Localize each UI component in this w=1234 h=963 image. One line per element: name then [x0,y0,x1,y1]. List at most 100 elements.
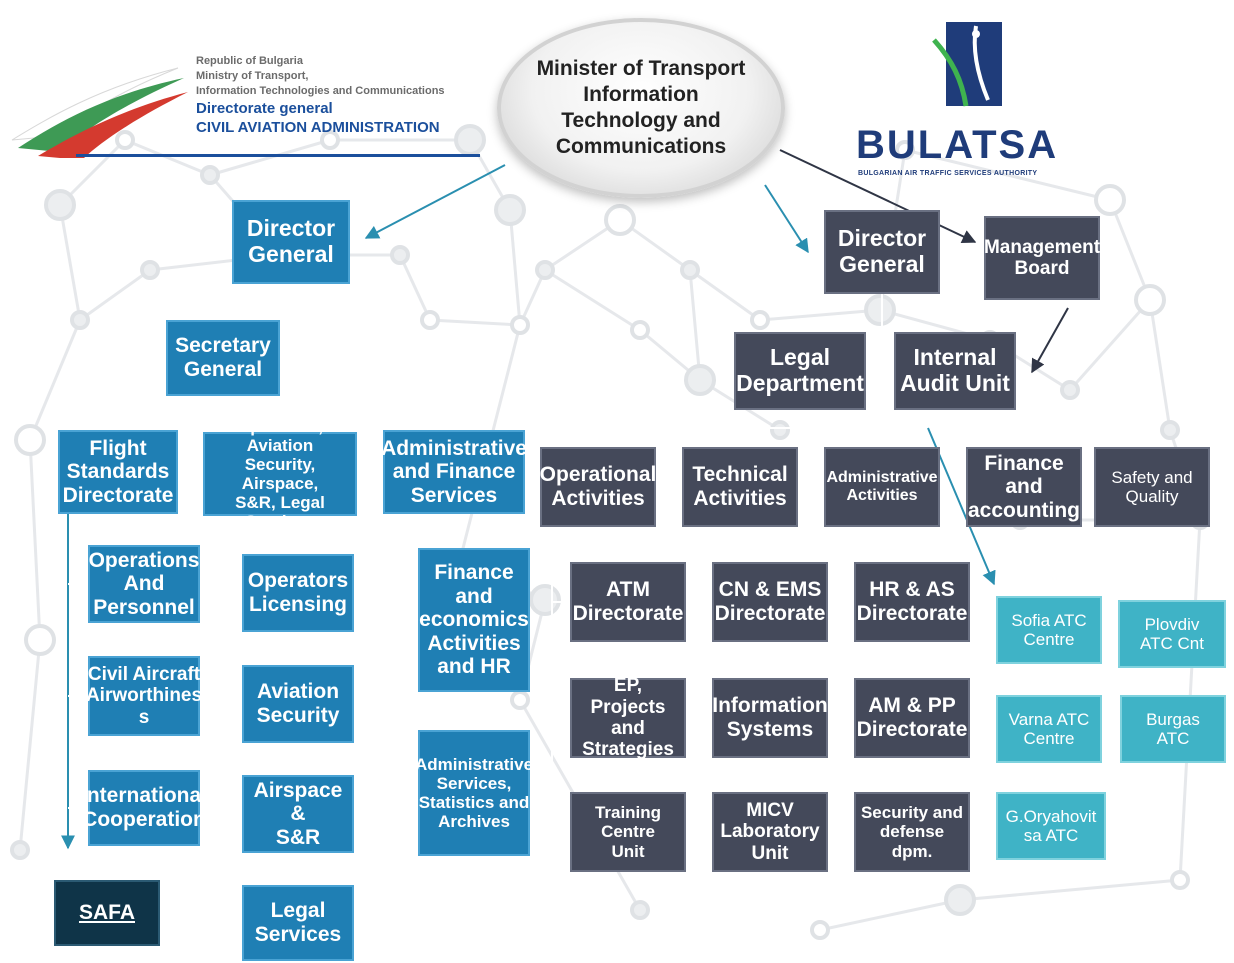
network-node [24,624,56,656]
network-link [1148,299,1172,431]
caa-administrative-services-archives: Administrative Services, Statistics and … [415,730,533,856]
bulatsa-wordmark: BULATSA [856,123,1059,167]
bulgarian-flag-wing-logo [11,67,188,160]
arrow-minister-to-caa-director [364,164,506,239]
network-link [124,138,211,177]
network-node [510,690,530,710]
network-link [58,204,82,321]
arrow-minister-to-bulatsa-director [764,184,809,254]
network-node [320,130,340,150]
caa-header-line1: Republic of Bulgaria [196,55,303,67]
network-link [1068,299,1152,391]
network-node [200,165,220,185]
network-link [544,268,641,332]
bulatsa-internal-audit-unit: Internal Audit Unit [894,332,1016,410]
network-link [18,639,42,851]
arrow-minister-to-management-board [779,149,977,243]
network-link [28,439,42,641]
bulatsa-safety-quality: Safety and Quality [1094,447,1210,527]
bulatsa-ep-projects-strategies: EP, Projects and Strategies [570,675,686,760]
network-node [1060,380,1080,400]
network-link [689,268,761,322]
caa-logo-header: Republic of Bulgaria Ministry of Transpo… [8,48,480,163]
bulatsa-information-systems: Information Systems [712,678,828,758]
caa-flight-standards-directorate: Flight Standards Directorate [58,430,178,514]
caa-operators-licensing: Operators Licensing [242,554,354,632]
network-node [604,204,636,236]
network-node [1094,184,1126,216]
caa-finance-economics-hr: Finance and economics Activities and HR [418,548,530,692]
atc-varna: Varna ATC Centre [996,695,1102,763]
network-node [810,920,830,940]
network-link [28,319,82,441]
network-node [140,260,160,280]
network-node [750,310,770,330]
minister-node: Minister of Transport Information Techno… [497,18,785,198]
bulatsa-administrative-activities: Administrative Activities [824,447,940,527]
network-node [115,130,135,150]
network-link [759,308,881,322]
network-node [680,260,700,280]
network-node [494,194,526,226]
bulatsa-finance-accounting: Finance and accounting [966,447,1082,527]
bulatsa-cn-ems-directorate: CN & EMS Directorate [712,562,828,642]
network-node [14,424,46,456]
arrow-board-to-audit [1031,307,1069,374]
atc-sofia: Sofia ATC Centre [996,596,1102,664]
bulatsa-am-pp-directorate: AM & PP Directorate [854,678,970,758]
caa-civil-aircraft-airworthiness: Civil Aircraft Airworthines s [86,656,202,736]
caa-international-cooperation: International Cooperation [81,770,207,846]
network-node [684,364,716,396]
bulatsa-technical-activities: Technical Activities [682,447,798,527]
caa-airspace-sr: Airspace & S&R [242,775,354,853]
bulatsa-micv-laboratory-unit: MICV Laboratory Unit [712,792,828,872]
network-node [630,900,650,920]
network-node [1134,284,1166,316]
network-link [508,209,522,326]
caa-safa: SAFA [54,880,160,946]
caa-header-line4: Directorate general [196,99,333,117]
network-link [904,148,1111,202]
caa-operations-personnel: Operations And Personnel [88,545,200,623]
network-link [209,138,331,177]
network-node [44,189,76,221]
network-link [79,268,151,322]
bulatsa-training-centre-unit: Training Centre Unit [570,792,686,872]
caa-legal-services: Legal Services [242,885,354,961]
atc-plovdiv: Plovdiv ATC Cnt [1118,600,1226,668]
caa-administrative-finance-services: Administrative and Finance Services [381,430,527,514]
network-link [819,898,961,932]
caa-director-general: Director General [232,200,350,284]
network-link [518,269,547,326]
bulatsa-director-general: Director General [824,210,940,294]
bulatsa-legal-department: Legal Department [734,332,866,410]
caa-aviation-security: Aviation Security [242,665,354,743]
network-node [420,310,440,330]
network-link [959,878,1181,902]
bulatsa-security-defense: Security and defense dpm. [854,792,970,872]
atc-gorna-oryahovitsa: G.Oryahovit sa ATC [996,792,1106,860]
atc-burgas: Burgas ATC [1120,695,1226,763]
network-node [535,260,555,280]
bulatsa-emblem-icon [932,22,1002,107]
minister-label: Minister of Transport Information Techno… [536,56,746,159]
caa-secretary-general: Secretary General [166,320,280,396]
network-node [10,840,30,860]
network-node [944,884,976,916]
network-node [1170,870,1190,890]
network-node [630,320,650,340]
caa-operators-airspace-legal: Operators, Aviation Security, Airspace, … [203,417,357,531]
bulatsa-subtitle: BULGARIAN AIR TRAFFIC SERVICES AUTHORITY [858,170,1038,177]
network-node [864,294,896,326]
bulatsa-operational-activities: Operational Activities [540,447,656,527]
network-node [510,315,530,335]
caa-header-line3: Information Technologies and Communicati… [196,84,445,97]
network-link [398,254,432,321]
network-node [770,420,790,440]
network-node [390,245,410,265]
network-node [895,140,915,160]
bulatsa-atm-directorate: ATM Directorate [570,562,686,642]
network-node [70,310,90,330]
caa-header-line5: CIVIL AVIATION ADMINISTRATION [196,119,440,137]
bulatsa-logo-header: BULATSA BULGARIAN AIR TRAFFIC SERVICES A… [850,20,1100,185]
